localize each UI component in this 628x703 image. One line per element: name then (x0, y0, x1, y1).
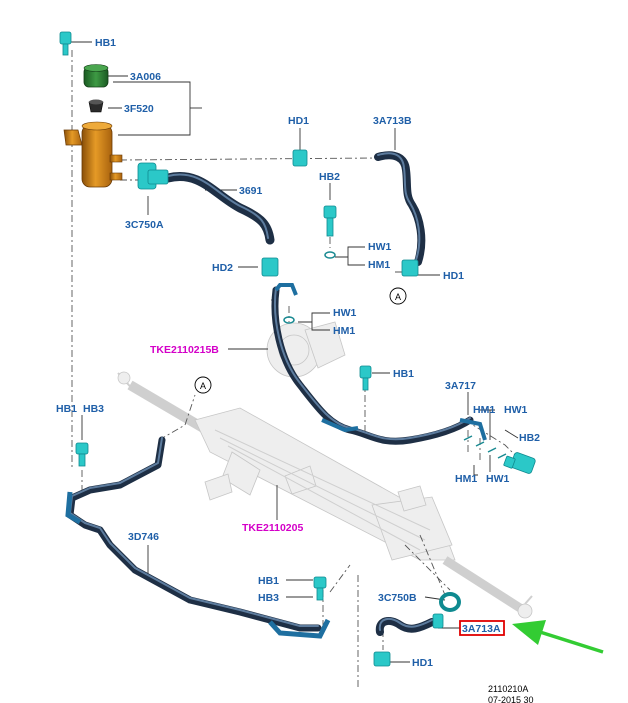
label-hb1-top: HB1 (95, 37, 116, 49)
label-hm1-c: HM1 (473, 404, 495, 416)
label-hb1-left: HB1 (56, 403, 77, 415)
clamp-3c750b (432, 592, 461, 629)
hose-3a713a (375, 617, 436, 636)
reservoir-3a697 (63, 121, 123, 188)
label-3691: 3691 (239, 185, 263, 197)
callout-a-top-letter: A (395, 292, 401, 302)
bolt-hb1-hb3-bottom (313, 576, 327, 601)
callout-a-mid: A (194, 376, 212, 394)
clip-hd1-top (292, 149, 308, 167)
label-3c750b: 3C750B (378, 592, 417, 604)
cooler-tube-3d746 (65, 436, 331, 639)
label-hw1-a: HW1 (368, 241, 391, 253)
bolt-hb1-center (359, 365, 372, 391)
green-arrow (512, 620, 604, 654)
label-3c750a: 3C750A (125, 219, 164, 231)
reservoir-cap-3a006 (83, 64, 109, 88)
label-hb3-left: HB3 (83, 403, 104, 415)
label-hb2-mid: HB2 (319, 171, 340, 183)
leader-lines (70, 41, 519, 663)
label-3a713a: 3A713A (462, 623, 501, 635)
hose-3a713b (374, 151, 426, 266)
label-hb3-bottom: HB3 (258, 592, 279, 604)
highlight-box (459, 620, 505, 636)
label-3f520: 3F520 (124, 103, 154, 115)
clip-hd2 (261, 257, 279, 277)
label-hd1-top: HD1 (288, 115, 309, 127)
pressure-hose (271, 283, 487, 445)
label-hd1-bottom: HD1 (412, 657, 433, 669)
label-3a006: 3A006 (130, 71, 161, 83)
label-hm1-b: HM1 (333, 325, 355, 337)
clip-hd1-right (401, 259, 419, 277)
washer-hw1-hm1-a (324, 251, 336, 259)
label-hb1-center: HB1 (393, 368, 414, 380)
reference-date: 07-2015 30 (488, 695, 534, 703)
clamp-3c750a (137, 162, 169, 190)
bolt-hb2-mid (323, 205, 337, 237)
label-3a713b: 3A713B (373, 115, 412, 127)
label-hw1-d: HW1 (486, 473, 509, 485)
label-hm1-a: HM1 (368, 259, 390, 271)
label-hb2-right: HB2 (519, 432, 540, 444)
bolt-hb2-right (503, 452, 536, 474)
bolt-hb1-hb3-left (75, 442, 89, 467)
clip-hd1-bottom (373, 651, 391, 667)
hose-3691 (163, 172, 275, 245)
callout-a-mid-letter: A (200, 381, 206, 391)
label-3d746: 3D746 (128, 531, 159, 543)
steering-rack (117, 371, 533, 619)
reservoir-bolt-hb1 (59, 31, 72, 56)
label-hw1-b: HW1 (333, 307, 356, 319)
label-hb1-bottom: HB1 (258, 575, 279, 587)
seal-3f520 (88, 99, 104, 113)
label-hd1-right: HD1 (443, 270, 464, 282)
label-tke2110215b: TKE2110215B (150, 344, 219, 356)
callout-a-top: A (389, 287, 407, 305)
label-tke2110205: TKE2110205 (242, 522, 303, 534)
label-hm1-d: HM1 (455, 473, 477, 485)
label-hw1-c: HW1 (504, 404, 527, 416)
label-hd2: HD2 (212, 262, 233, 274)
label-3a717: 3A717 (445, 380, 476, 392)
washers-hm1-hw1 (463, 435, 507, 459)
washer-hw1-hm1-b (283, 316, 295, 324)
reference-code: 2110210A (488, 684, 528, 694)
